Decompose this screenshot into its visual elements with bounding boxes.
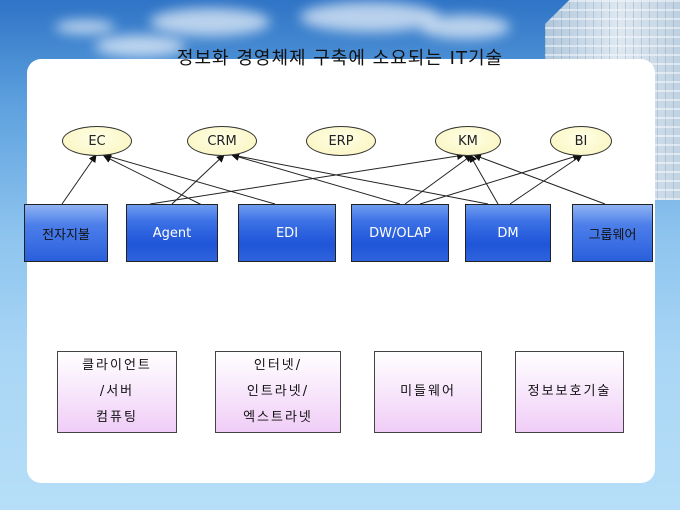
foundation-line: 컴퓨팅 (96, 410, 138, 425)
tech-label: 전자지불 (42, 227, 90, 243)
tech-label: 그룹웨어 (588, 227, 637, 243)
app-node-bi: BI (550, 126, 612, 156)
tech-box-e-payment: 전자지불 (24, 204, 108, 262)
foundation-line: 정보보호기술 (527, 384, 612, 399)
tech-box-dm: DM (465, 204, 551, 262)
tech-label: DM (497, 225, 519, 241)
foundation-box-security: 정보보호기술 (515, 351, 624, 433)
app-node-km: KM (435, 126, 501, 156)
cloud (150, 8, 270, 36)
arrow-agent-km (149, 152, 465, 205)
page-title: 정보화 경영체제 구축에 소요되는 IT기술 (176, 48, 504, 69)
foundation-line: 클라이언트 (82, 358, 152, 373)
foundation-line: 인터넷/ (253, 358, 303, 373)
foundation-line: /서버 (99, 384, 135, 399)
foundation-line: 엑스트라넷 (243, 410, 313, 425)
arrow-dwolap-crm (231, 153, 401, 205)
arrow-dwolap-km (404, 154, 473, 205)
tech-label: DW/OLAP (369, 225, 431, 241)
app-node-crm: CRM (187, 126, 257, 156)
tech-box-groupware: 그룹웨어 (572, 204, 653, 262)
foundation-box-internet: 인터넷/ 인트라넷/ 엑스트라넷 (215, 351, 341, 433)
cloud (95, 35, 185, 57)
arrow-dm-km (469, 154, 499, 205)
tech-box-agent: Agent (126, 204, 218, 262)
arrow-dm-crm (231, 152, 489, 205)
app-node-ec: EC (62, 126, 132, 156)
arrow-groupware-km (473, 153, 606, 205)
cloud (55, 20, 115, 34)
tech-box-dw-olap: DW/OLAP (351, 204, 449, 262)
app-node-erp: ERP (306, 126, 376, 156)
cloud (420, 15, 510, 39)
arrow-dm-bi (509, 154, 583, 205)
foundation-line: 인트라넷/ (246, 384, 310, 399)
arrow-agent-ec (103, 155, 217, 213)
cloud (300, 2, 440, 32)
tech-label: EDI (275, 225, 299, 241)
arrow-agent-crm (171, 154, 225, 205)
tech-label: Agent (152, 225, 192, 241)
foundation-line: 미들웨어 (400, 384, 456, 399)
arrow-epay-ec (61, 154, 97, 205)
arrow-edi-ec (103, 153, 276, 205)
foundation-box-middleware: 미들웨어 (374, 351, 482, 433)
foundation-box-client-server: 클라이언트 /서버 컴퓨팅 (57, 351, 177, 433)
arrow-dwolap-bi (419, 153, 581, 205)
tech-box-edi: EDI (238, 204, 336, 262)
